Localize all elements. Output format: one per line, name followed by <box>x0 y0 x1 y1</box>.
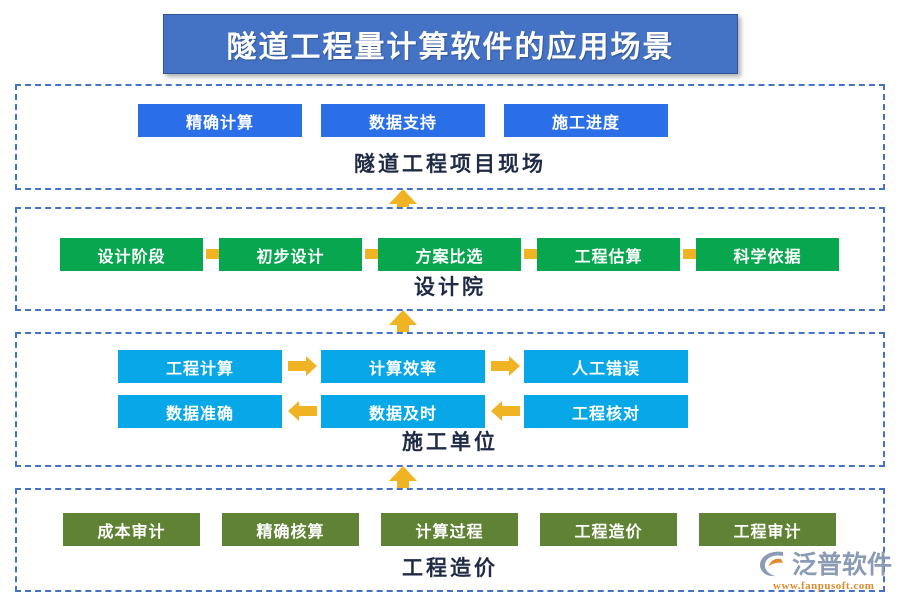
node-design-3[interactable]: 工程估算 <box>537 238 680 271</box>
node-construct-bottom-2[interactable]: 工程核对 <box>524 395 688 428</box>
arrow-up-design-to-site <box>388 187 418 217</box>
node-construct-bottom-2-label: 工程核对 <box>571 403 640 423</box>
node-construct-bottom-0-label: 数据准确 <box>165 403 234 423</box>
node-construct-top-0[interactable]: 工程计算 <box>118 350 282 383</box>
node-cost-0[interactable]: 成本审计 <box>63 513 200 546</box>
node-cost-4-label: 工程审计 <box>733 521 802 541</box>
section-label-construct: 施工单位 <box>402 430 498 454</box>
arrow-right-construct-top-1 <box>491 355 521 377</box>
node-design-4[interactable]: 科学依据 <box>696 238 839 271</box>
page-title: 隧道工程量计算软件的应用场景 <box>226 30 675 65</box>
brand-logo-row: 泛普软件 <box>757 547 892 579</box>
section-label-design: 设计院 <box>414 275 486 299</box>
arrow-left-construct-bottom-0 <box>288 400 318 422</box>
node-construct-top-0-label: 工程计算 <box>165 358 234 378</box>
arrow-right-construct-top-0 <box>288 355 318 377</box>
node-cost-1[interactable]: 精确核算 <box>222 513 359 546</box>
arrow-up-cost-to-construct <box>388 464 418 494</box>
brand-logo: 泛普软件 www.fanpusoft.com <box>757 547 897 595</box>
node-site-0[interactable]: 精确计算 <box>138 104 302 137</box>
node-design-4-label: 科学依据 <box>733 246 802 266</box>
node-design-2[interactable]: 方案比选 <box>378 238 521 271</box>
node-site-2-label: 施工进度 <box>551 112 620 132</box>
arrow-left-construct-bottom-1 <box>491 400 521 422</box>
node-cost-3-label: 工程造价 <box>574 521 643 541</box>
node-site-1[interactable]: 数据支持 <box>321 104 485 137</box>
node-construct-top-1[interactable]: 计算效率 <box>321 350 485 383</box>
node-design-1[interactable]: 初步设计 <box>219 238 362 271</box>
fanpu-swoosh-icon <box>757 548 789 578</box>
section-panel-site: 隧道工程项目现场 <box>15 84 885 190</box>
page-title-banner: 隧道工程量计算软件的应用场景 <box>163 14 738 74</box>
node-cost-4[interactable]: 工程审计 <box>699 513 836 546</box>
node-site-0-label: 精确计算 <box>185 112 254 132</box>
node-construct-top-1-label: 计算效率 <box>368 358 437 378</box>
arrow-up-construct-to-design <box>388 308 418 338</box>
node-construct-top-2[interactable]: 人工错误 <box>524 350 688 383</box>
brand-url: www.fanpusoft.com <box>773 580 875 592</box>
node-design-0[interactable]: 设计阶段 <box>60 238 203 271</box>
node-construct-bottom-1-label: 数据及时 <box>368 403 437 423</box>
node-cost-1-label: 精确核算 <box>256 521 325 541</box>
node-design-3-label: 工程估算 <box>574 246 643 266</box>
node-construct-bottom-0[interactable]: 数据准确 <box>118 395 282 428</box>
node-construct-top-2-label: 人工错误 <box>571 358 640 378</box>
node-cost-2[interactable]: 计算过程 <box>381 513 518 546</box>
node-site-1-label: 数据支持 <box>368 112 437 132</box>
node-construct-bottom-1[interactable]: 数据及时 <box>321 395 485 428</box>
section-label-cost: 工程造价 <box>402 556 498 580</box>
node-cost-2-label: 计算过程 <box>415 521 484 541</box>
section-label-site: 隧道工程项目现场 <box>354 152 546 176</box>
node-design-1-label: 初步设计 <box>256 246 325 266</box>
node-design-0-label: 设计阶段 <box>97 246 166 266</box>
node-cost-0-label: 成本审计 <box>97 521 166 541</box>
node-site-2[interactable]: 施工进度 <box>504 104 668 137</box>
node-cost-3[interactable]: 工程造价 <box>540 513 677 546</box>
brand-name: 泛普软件 <box>792 550 893 579</box>
node-design-2-label: 方案比选 <box>415 246 484 266</box>
